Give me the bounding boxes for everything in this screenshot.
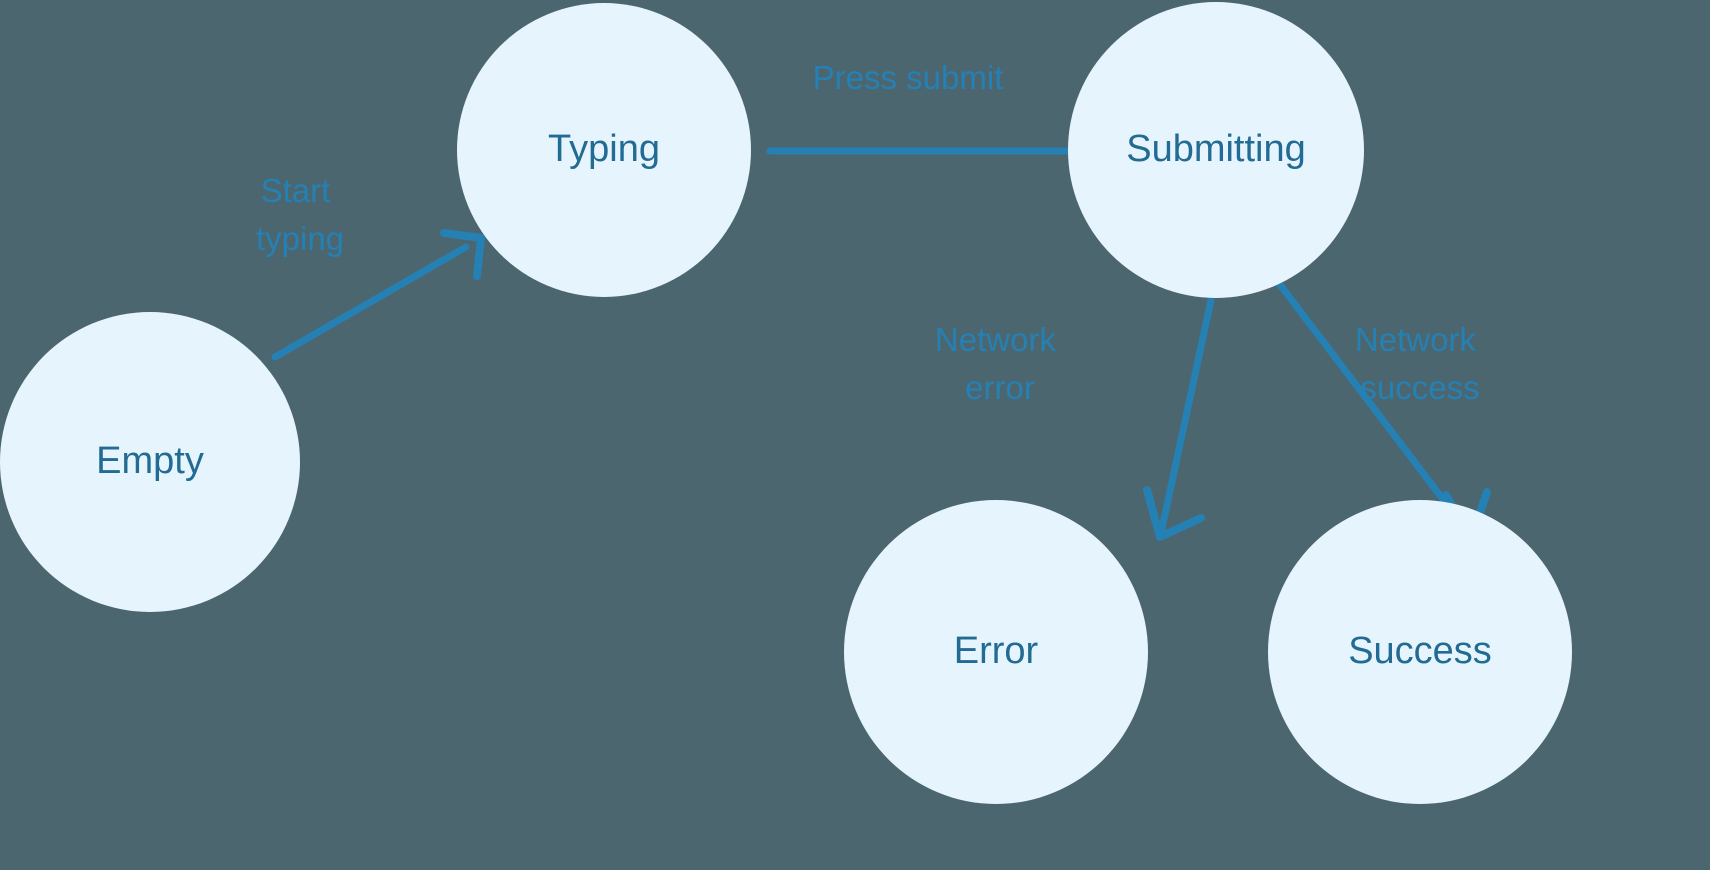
edge-submitting-to-error-arrowhead: [1143, 486, 1205, 541]
node-typing-label: Typing: [548, 128, 660, 170]
edge-submitting-to-error: Network error: [935, 296, 1215, 541]
edge-empty-to-typing-arrowhead: [440, 229, 485, 280]
edge-label-line: Network: [935, 321, 1057, 358]
edge-label-line: error: [965, 369, 1035, 406]
node-error-circle[interactable]: [844, 500, 1148, 804]
edge-empty-to-typing: Start typing: [256, 172, 485, 361]
node-typing-circle[interactable]: [457, 3, 751, 297]
edge-submitting-to-error-label: Network error: [935, 321, 1065, 406]
node-typing[interactable]: Typing: [457, 3, 751, 297]
node-empty-circle[interactable]: [0, 312, 300, 612]
edge-label-line: Start: [261, 172, 331, 209]
edge-label-line: success: [1360, 369, 1479, 406]
node-empty-label: Empty: [96, 440, 204, 482]
edge-label-line: typing: [256, 220, 344, 257]
node-submitting-label: Submitting: [1126, 128, 1306, 170]
edge-label-line: Press submit: [813, 59, 1004, 96]
node-submitting-circle[interactable]: [1068, 2, 1364, 298]
edge-typing-to-submitting-label: Press submit: [813, 59, 1004, 96]
node-submitting[interactable]: Submitting: [1068, 2, 1364, 298]
edge-empty-to-typing-label: Start typing: [256, 172, 344, 257]
edge-empty-to-typing-line: [271, 243, 470, 361]
edge-submitting-to-success-label: Network success: [1355, 321, 1485, 406]
node-success[interactable]: Success: [1268, 500, 1572, 804]
edge-label-line: Network: [1355, 321, 1477, 358]
edge-submitting-to-success: Network success: [1274, 278, 1491, 543]
node-error-label: Error: [954, 630, 1039, 672]
node-error[interactable]: Error: [844, 500, 1148, 804]
edge-submitting-to-error-line: [1157, 296, 1215, 537]
node-success-circle[interactable]: [1268, 500, 1572, 804]
node-success-label: Success: [1348, 630, 1492, 672]
edge-submitting-to-success-line: [1274, 278, 1474, 539]
node-empty[interactable]: Empty: [0, 312, 300, 612]
